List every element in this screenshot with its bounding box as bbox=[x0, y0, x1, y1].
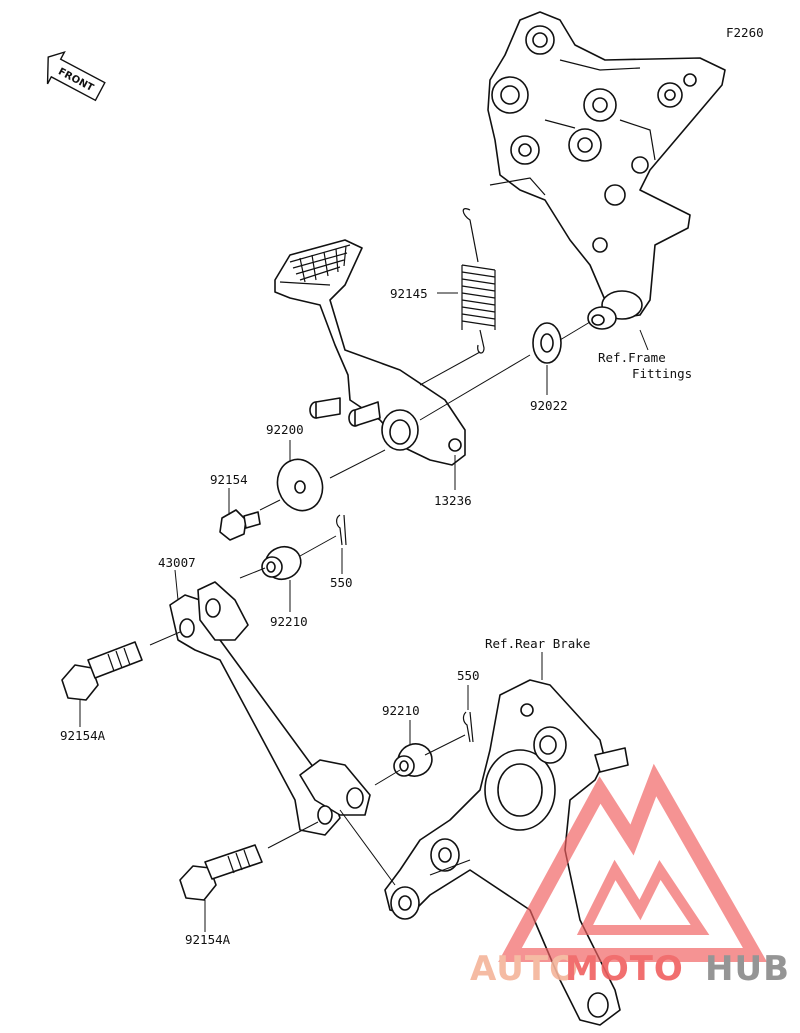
label-550-top: 550 bbox=[330, 575, 353, 590]
diagram-code: F2260 bbox=[726, 25, 764, 40]
brake-rod-43007 bbox=[169, 581, 371, 836]
washer-92200 bbox=[276, 458, 324, 512]
label-92145: 92145 bbox=[390, 286, 428, 301]
bolt-92154A-top bbox=[61, 641, 143, 701]
label-550-bottom: 550 bbox=[457, 668, 480, 683]
cotter-pin-bottom bbox=[462, 711, 474, 743]
label-92210-top: 92210 bbox=[270, 614, 308, 629]
label-92154A-bottom: 92154A bbox=[185, 932, 231, 947]
label-92154: 92154 bbox=[210, 472, 248, 487]
label-ref-rear-brake: Ref.Rear Brake bbox=[485, 636, 590, 651]
label-92154A-top: 92154A bbox=[60, 728, 106, 743]
label-92200: 92200 bbox=[266, 422, 304, 437]
watermark-hub: HUB bbox=[705, 949, 790, 989]
rear-brake-bracket bbox=[384, 679, 629, 1026]
label-ref-frame: Ref.Frame bbox=[598, 350, 666, 365]
label-ref-frame-fittings: Fittings bbox=[632, 366, 692, 381]
return-spring bbox=[461, 208, 496, 354]
frame-fitting-bracket bbox=[487, 11, 726, 330]
leader-lines bbox=[79, 292, 649, 932]
label-92210-bottom: 92210 bbox=[382, 703, 420, 718]
bolt-92154 bbox=[219, 509, 261, 541]
watermark-logo-icon bbox=[498, 763, 768, 962]
front-arrow-icon: FRONT bbox=[46, 50, 106, 102]
bolt-92154A-bottom bbox=[179, 844, 263, 901]
watermark-auto: AUTO bbox=[470, 949, 579, 989]
nut-92210-bottom bbox=[393, 743, 433, 777]
part-labels: 92145 92022 Ref.Frame Fittings 92200 921… bbox=[60, 286, 692, 947]
label-13236: 13236 bbox=[434, 493, 472, 508]
nut-92210-top bbox=[261, 545, 302, 581]
label-43007: 43007 bbox=[158, 555, 196, 570]
automotohub-watermark: AUTO MOTO HUB bbox=[470, 763, 790, 989]
cotter-pin-top bbox=[336, 514, 347, 546]
watermark-moto: MOTO bbox=[565, 949, 684, 989]
label-92022: 92022 bbox=[530, 398, 568, 413]
brake-pedal bbox=[274, 239, 466, 466]
washer-92022 bbox=[532, 322, 562, 364]
